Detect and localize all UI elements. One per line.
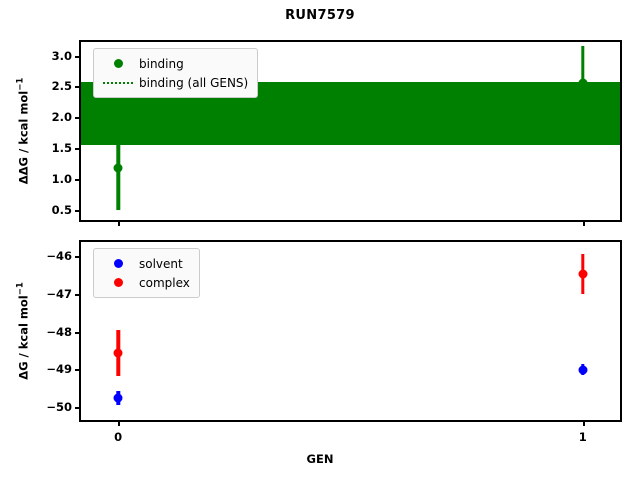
y-tick-label: −50 (46, 399, 72, 414)
legend-item-solvent[interactable]: solvent (101, 254, 190, 273)
datapoint-complex[interactable] (113, 348, 123, 358)
legend-key (101, 278, 135, 287)
y-tick-label: −47 (46, 286, 72, 301)
y-tick-label: 2.0 (51, 110, 72, 125)
axes-bottom-components: ΔG / kcal mol−1 −50 −49 −48 −47 −46 0 1 solve… (16, 240, 622, 444)
y-axis-label-bottom-text: ΔG / kcal mol (16, 295, 31, 380)
y-tick-mark (75, 209, 81, 212)
y-tick-mark (75, 256, 81, 259)
y-tick-mark (75, 86, 81, 89)
legend-top[interactable]: binding binding (all GENS) (93, 48, 259, 98)
x-tick-label: 1 (578, 430, 587, 444)
datapoint-solvent[interactable] (578, 365, 588, 375)
y-axis-label-top-exponent: −1 (15, 77, 26, 91)
legend-marker-icon (113, 278, 123, 287)
legend-label: binding (139, 56, 184, 71)
y-tick-label: 1.5 (51, 140, 72, 155)
datapoint-binding[interactable] (578, 78, 588, 88)
legend-item-binding-all-gens-[interactable]: binding (all GENS) (101, 73, 248, 92)
x-tick-mark (118, 420, 121, 426)
y-tick-label: −46 (46, 249, 72, 264)
x-tick-mark (582, 220, 585, 226)
y-tick-label: 0.5 (51, 202, 72, 217)
x-tick-mark (118, 220, 121, 226)
y-axis-label-bottom: ΔG / kcal mol−1 (16, 282, 31, 380)
legend-label: binding (all GENS) (139, 75, 249, 90)
legend-key (101, 81, 135, 84)
legend-key (101, 259, 135, 268)
legend-item-complex[interactable]: complex (101, 273, 190, 292)
x-tick-mark (582, 420, 585, 426)
datapoint-solvent[interactable] (113, 393, 123, 403)
y-tick-mark (75, 369, 81, 372)
x-axis-label: GEN (306, 452, 334, 466)
datapoint-complex[interactable] (578, 269, 588, 279)
legend-marker-icon (113, 259, 123, 268)
y-axis-label-top: ΔΔG / kcal mol−1 (16, 78, 31, 185)
page-title: RUN7579 (285, 8, 355, 23)
y-tick-mark (75, 406, 81, 409)
y-tick-mark (75, 178, 81, 181)
y-tick-label: 3.0 (51, 48, 72, 63)
y-tick-label: 1.0 (51, 171, 72, 186)
axes-top-binding: ΔΔG / kcal mol−1 0.5 1.0 1.5 2.0 2.5 3.0 bind… (16, 40, 622, 226)
legend-dotted-line-icon (103, 81, 133, 84)
y-axis-label-top-text: ΔΔG / kcal mol (16, 90, 31, 185)
y-tick-mark (75, 147, 81, 150)
y-tick-label: −49 (46, 362, 72, 377)
y-tick-label: −48 (46, 324, 72, 339)
legend-item-binding[interactable]: binding (101, 54, 248, 73)
y-tick-mark (75, 55, 81, 58)
datapoint-binding[interactable] (113, 163, 123, 173)
y-tick-mark (75, 293, 81, 296)
legend-marker-icon (113, 59, 123, 68)
y-tick-mark (75, 331, 81, 334)
legend-label: solvent (139, 256, 183, 271)
y-axis-label-bottom-exponent: −1 (15, 282, 26, 296)
legend-bottom[interactable]: solvent complex (93, 248, 200, 298)
legend-label: complex (139, 275, 190, 290)
y-tick-label: 2.5 (51, 79, 72, 94)
legend-key (101, 59, 135, 68)
x-tick-label: 0 (114, 430, 123, 444)
bottom-plot-area (81, 242, 620, 420)
y-tick-mark (75, 117, 81, 120)
